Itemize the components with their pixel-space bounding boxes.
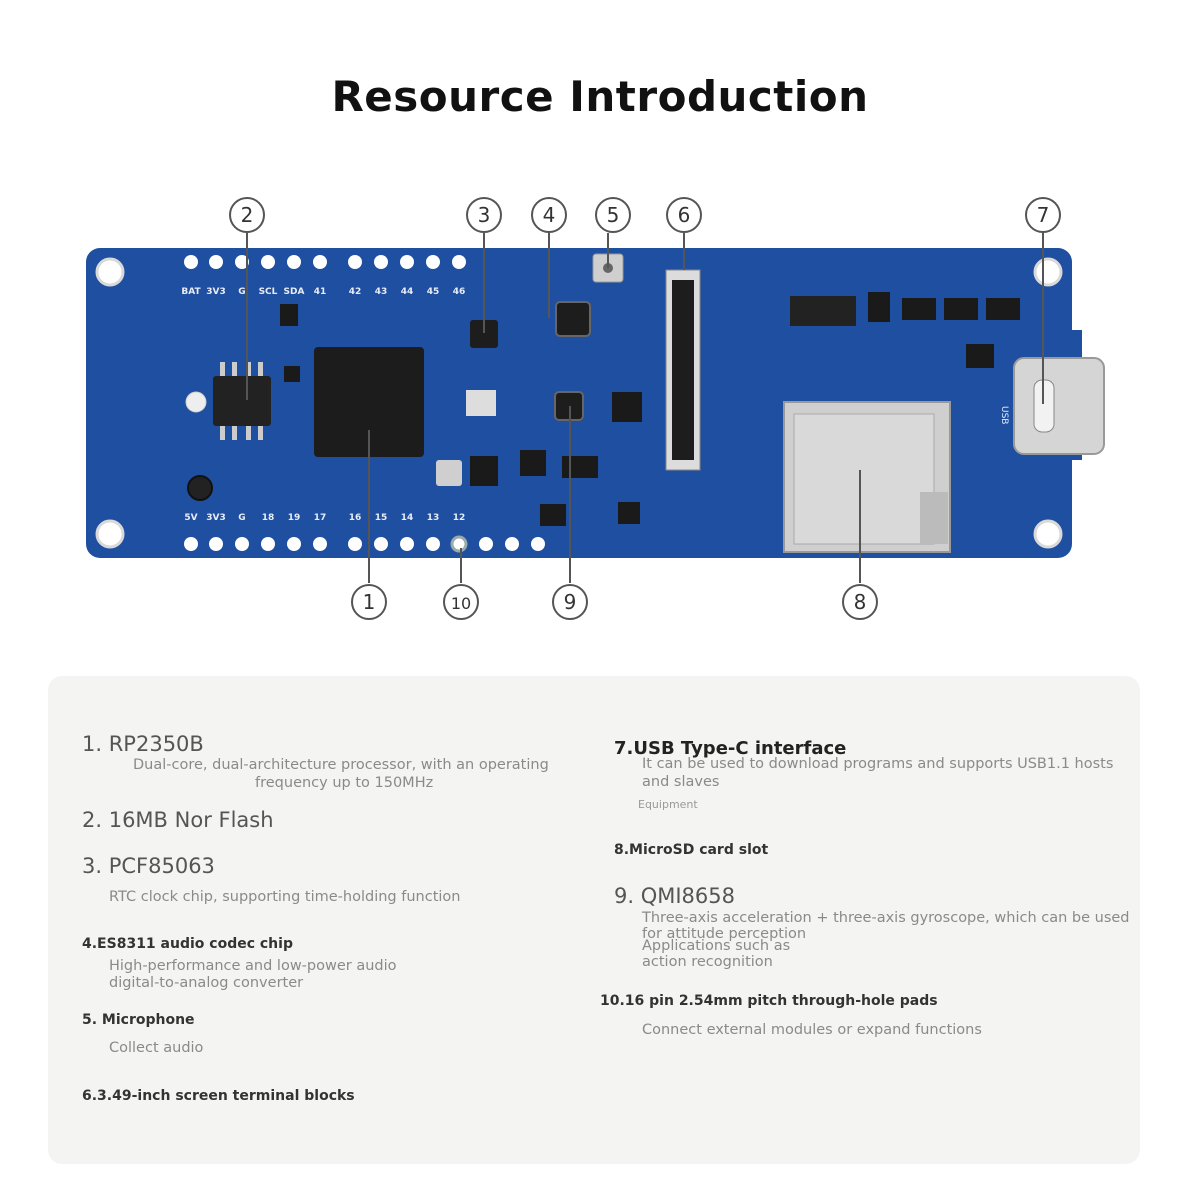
bottom-pin-label: 18: [262, 513, 275, 523]
reset-pad: [185, 391, 207, 413]
item-9-desc-line-3: Applications such as: [642, 938, 791, 954]
item-5-heading: 5. Microphone: [82, 1012, 195, 1028]
top-pin-labels: BAT 3V3 G SCL SDA 41 42 43 44 45 46: [181, 287, 465, 297]
top-pin-label: 41: [314, 287, 327, 297]
microsd-slot: [783, 401, 951, 553]
item-7-desc-line-2: and slaves: [642, 774, 720, 790]
item-6-heading: 6.3.49-inch screen terminal blocks: [82, 1088, 355, 1104]
item-7-heading: 7.USB Type-C interface: [614, 738, 847, 759]
usb-c-port: [1013, 357, 1105, 455]
mounting-holes: [95, 257, 1063, 549]
item-8-heading: 8.MicroSD card slot: [614, 842, 769, 858]
callout-number: 7: [1037, 203, 1050, 227]
top-pin-label: 44: [401, 287, 414, 297]
callout-number: 3: [478, 203, 491, 227]
bottom-pin-label: 5V: [184, 513, 197, 523]
rtc-chip: [470, 320, 498, 348]
bottom-pin-labels: 5V 3V3 G 18 19 17 16 15 14 13 12: [184, 513, 465, 523]
top-pin-label: SDA: [284, 287, 305, 297]
item-10-heading: 10.16 pin 2.54mm pitch through-hole pads: [600, 993, 938, 1009]
callout-circles: [229, 197, 1061, 620]
item-7-desc-line-1: It can be used to download programs and …: [642, 756, 1114, 772]
usb-label: USB: [999, 406, 1009, 424]
top-pin-label: 45: [427, 287, 440, 297]
description-panel: 1. RP2350B Dual-core, dual-architecture …: [48, 676, 1140, 1164]
item-1-desc-line-1: Dual-core, dual-architecture processor, …: [133, 757, 549, 773]
bottom-pin-label: 14: [401, 513, 414, 523]
callout-number: 9: [564, 590, 577, 614]
battery-connector: [187, 475, 213, 501]
item-3-desc: RTC clock chip, supporting time-holding …: [109, 889, 461, 905]
callout-number: 10: [451, 594, 471, 613]
item-9-desc-line-1: Three-axis acceleration + three-axis gyr…: [642, 910, 1130, 926]
item-3-heading: 3. PCF85063: [82, 854, 215, 878]
bottom-pin-label: 19: [288, 513, 301, 523]
callout-number: 1: [363, 590, 376, 614]
item-1-desc-line-2: frequency up to 150MHz: [255, 775, 434, 791]
item-4-desc-line-2: digital-to-analog converter: [109, 975, 304, 991]
callout-number: 6: [678, 203, 691, 227]
bottom-pin-label: 12: [453, 513, 466, 523]
callout-number: 5: [607, 203, 620, 227]
item-2-heading: 2. 16MB Nor Flash: [82, 808, 274, 832]
top-pin-label: SCL: [259, 287, 278, 297]
top-pin-pads: [184, 255, 466, 269]
top-pin-label: 46: [453, 287, 466, 297]
callout-number: 4: [543, 203, 556, 227]
item-5-desc: Collect audio: [109, 1040, 204, 1056]
flash-chip: [213, 362, 271, 440]
bottom-pin-label: 16: [349, 513, 362, 523]
screen-connector: [665, 269, 701, 471]
item-1-heading: 1. RP2350B: [82, 732, 204, 756]
item-9-desc-line-2: for attitude perception: [642, 926, 807, 942]
callout-lines: [246, 233, 1044, 583]
bottom-pin-label: 15: [375, 513, 388, 523]
bottom-pin-label: 17: [314, 513, 327, 523]
bottom-pin-label: 13: [427, 513, 440, 523]
item-4-heading: 4.ES8311 audio codec chip: [82, 936, 293, 952]
bottom-pin-pads: [184, 535, 545, 553]
bottom-pin-label: G: [238, 513, 245, 523]
top-pin-label: 43: [375, 287, 388, 297]
top-pin-label: BAT: [181, 287, 201, 297]
rp2350b-chip: [314, 347, 424, 457]
callout-number: 2: [241, 203, 254, 227]
page-title: Resource Introduction: [331, 72, 869, 121]
bottom-pin-label: 3V3: [206, 513, 226, 523]
codec-chip: [555, 301, 591, 337]
top-pin-label: 42: [349, 287, 362, 297]
item-10-desc: Connect external modules or expand funct…: [642, 1022, 982, 1038]
item-9-heading: 9. QMI8658: [614, 884, 735, 908]
top-pin-label: G: [238, 287, 245, 297]
item-4-desc-line-1: High-performance and low-power audio: [109, 958, 397, 974]
callout-number: 8: [854, 590, 867, 614]
item-9-desc-line-4: action recognition: [642, 954, 773, 970]
top-pin-label: 3V3: [206, 287, 226, 297]
item-7-extra: Equipment: [638, 798, 698, 811]
